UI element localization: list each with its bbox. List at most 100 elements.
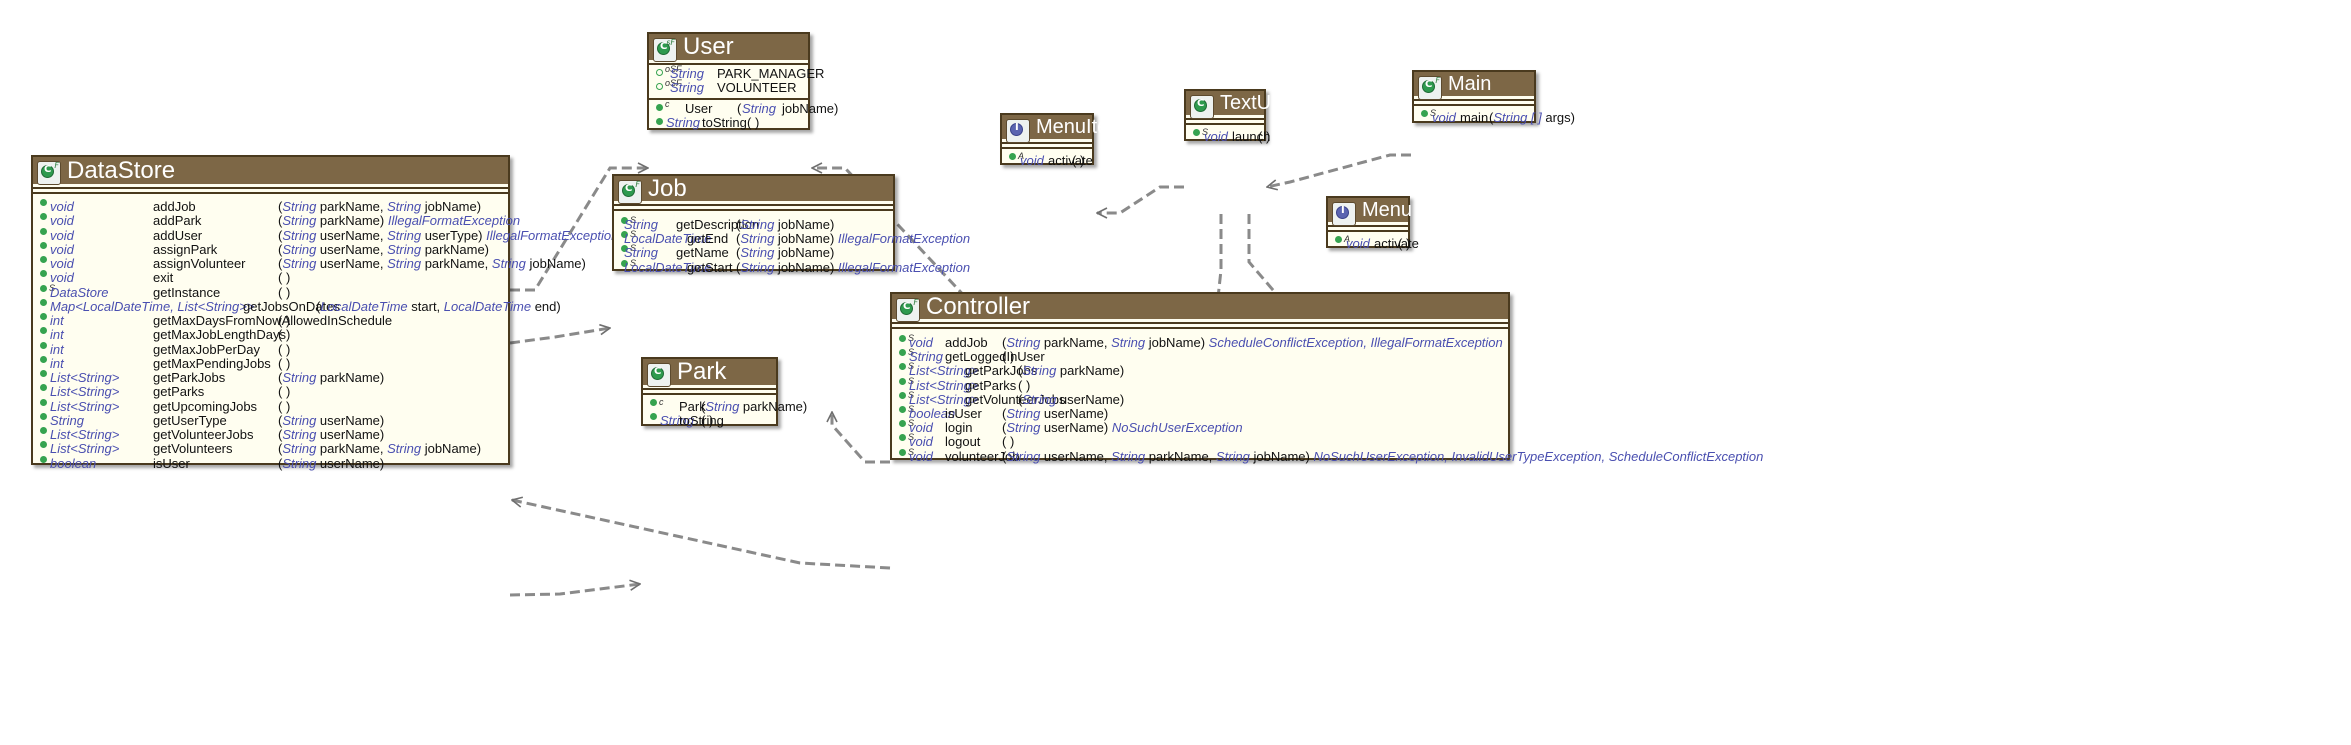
public-visibility-icon [40, 256, 47, 263]
class-icon [1190, 95, 1214, 119]
method-params: ( ) [278, 313, 291, 328]
public-visibility-icon [40, 398, 47, 406]
return-type: void [909, 434, 933, 450]
return-type: boolean [50, 455, 97, 471]
method-name: login [945, 420, 973, 436]
method-name: volunteerJob [945, 448, 1020, 464]
public-visibility-icon [899, 448, 906, 456]
public-visibility-icon [40, 384, 47, 392]
return-type: void [909, 448, 933, 464]
method-params: ( ) [278, 341, 291, 357]
method-name: getEnd [687, 231, 729, 247]
class-icon: sF [653, 38, 677, 62]
public-visibility-icon [40, 199, 47, 206]
public-visibility-icon [40, 327, 47, 335]
method-name: exit [153, 270, 174, 286]
return-type: void [50, 241, 74, 257]
method-name: Park [679, 399, 706, 414]
method-name: isUser [945, 405, 982, 421]
class-name: TextUI [1220, 91, 1277, 114]
public-visibility-icon [1335, 236, 1342, 243]
return-type: List<String> [909, 377, 979, 393]
modifier-badge: S [908, 333, 915, 343]
public-visibility-icon [40, 427, 47, 434]
method-params: (String userName) [1018, 391, 1125, 407]
modifier-badge: S [630, 229, 637, 240]
public-visibility-icon [40, 227, 47, 235]
method-row: String toString ( ) [649, 115, 808, 130]
return-type: String [660, 413, 694, 428]
public-visibility-icon [40, 298, 47, 306]
method-name: isUser [153, 455, 190, 471]
method-name: getParks [965, 377, 1017, 393]
public-visibility-icon [899, 434, 906, 442]
edge-main-textui [1267, 153, 1411, 187]
class-icon: F [896, 298, 920, 322]
return-type: List<String> [50, 427, 120, 442]
method-row: int getMaxJobPerDay ( ) [33, 339, 508, 357]
class-name: DataStore [67, 156, 176, 184]
modifier-badge: S [630, 243, 637, 254]
return-type: int [50, 327, 64, 343]
method-row: List<String>getParkJobs(String parkName) [33, 367, 508, 385]
edge-controller-job [832, 412, 890, 464]
method-name: assignPark [153, 241, 218, 257]
method-name: main [1460, 110, 1489, 125]
return-type: void [50, 199, 74, 214]
return-type: List<String> [50, 398, 120, 414]
method-name: getUserType [153, 412, 227, 428]
return-type: int [50, 313, 64, 328]
public-visibility-icon [621, 217, 628, 224]
method-params: (String userName) [1002, 405, 1109, 421]
return-type: void [50, 227, 74, 243]
method-params: (String userName) NoSuchUserException [1002, 420, 1243, 436]
method-name: getParkJobs [965, 363, 1038, 379]
method-params: (String userName, String parkName) [278, 241, 490, 257]
return-type: void [1204, 129, 1228, 144]
return-type: DataStore [50, 284, 109, 300]
return-type: int [50, 341, 64, 357]
method-name: assignVolunteer [153, 256, 246, 271]
edge-datastore-park [509, 584, 640, 597]
class-icon: F [1418, 76, 1442, 100]
public-visibility-icon [40, 412, 47, 420]
method-name: activate [1048, 153, 1093, 168]
return-type: boolean [909, 405, 956, 421]
method-name: activate [1374, 236, 1419, 251]
edge-textui-menuitem [1097, 185, 1184, 213]
class-icon [647, 363, 671, 387]
edge-datastore-job [509, 328, 610, 345]
method-row: List<String>getUpcomingJobs( ) [33, 396, 508, 414]
method-row: c User ( String jobName) [649, 99, 838, 116]
method-name: getMaxJobPerDay [153, 341, 260, 357]
method-params: (String userName) [278, 412, 385, 428]
return-type: int [50, 355, 64, 371]
method-params: (String jobName) [736, 217, 835, 232]
return-type: String [909, 349, 943, 365]
public-visibility-icon [621, 231, 628, 239]
edge-datastore-user [510, 168, 648, 292]
method-name: getStart [687, 259, 733, 275]
